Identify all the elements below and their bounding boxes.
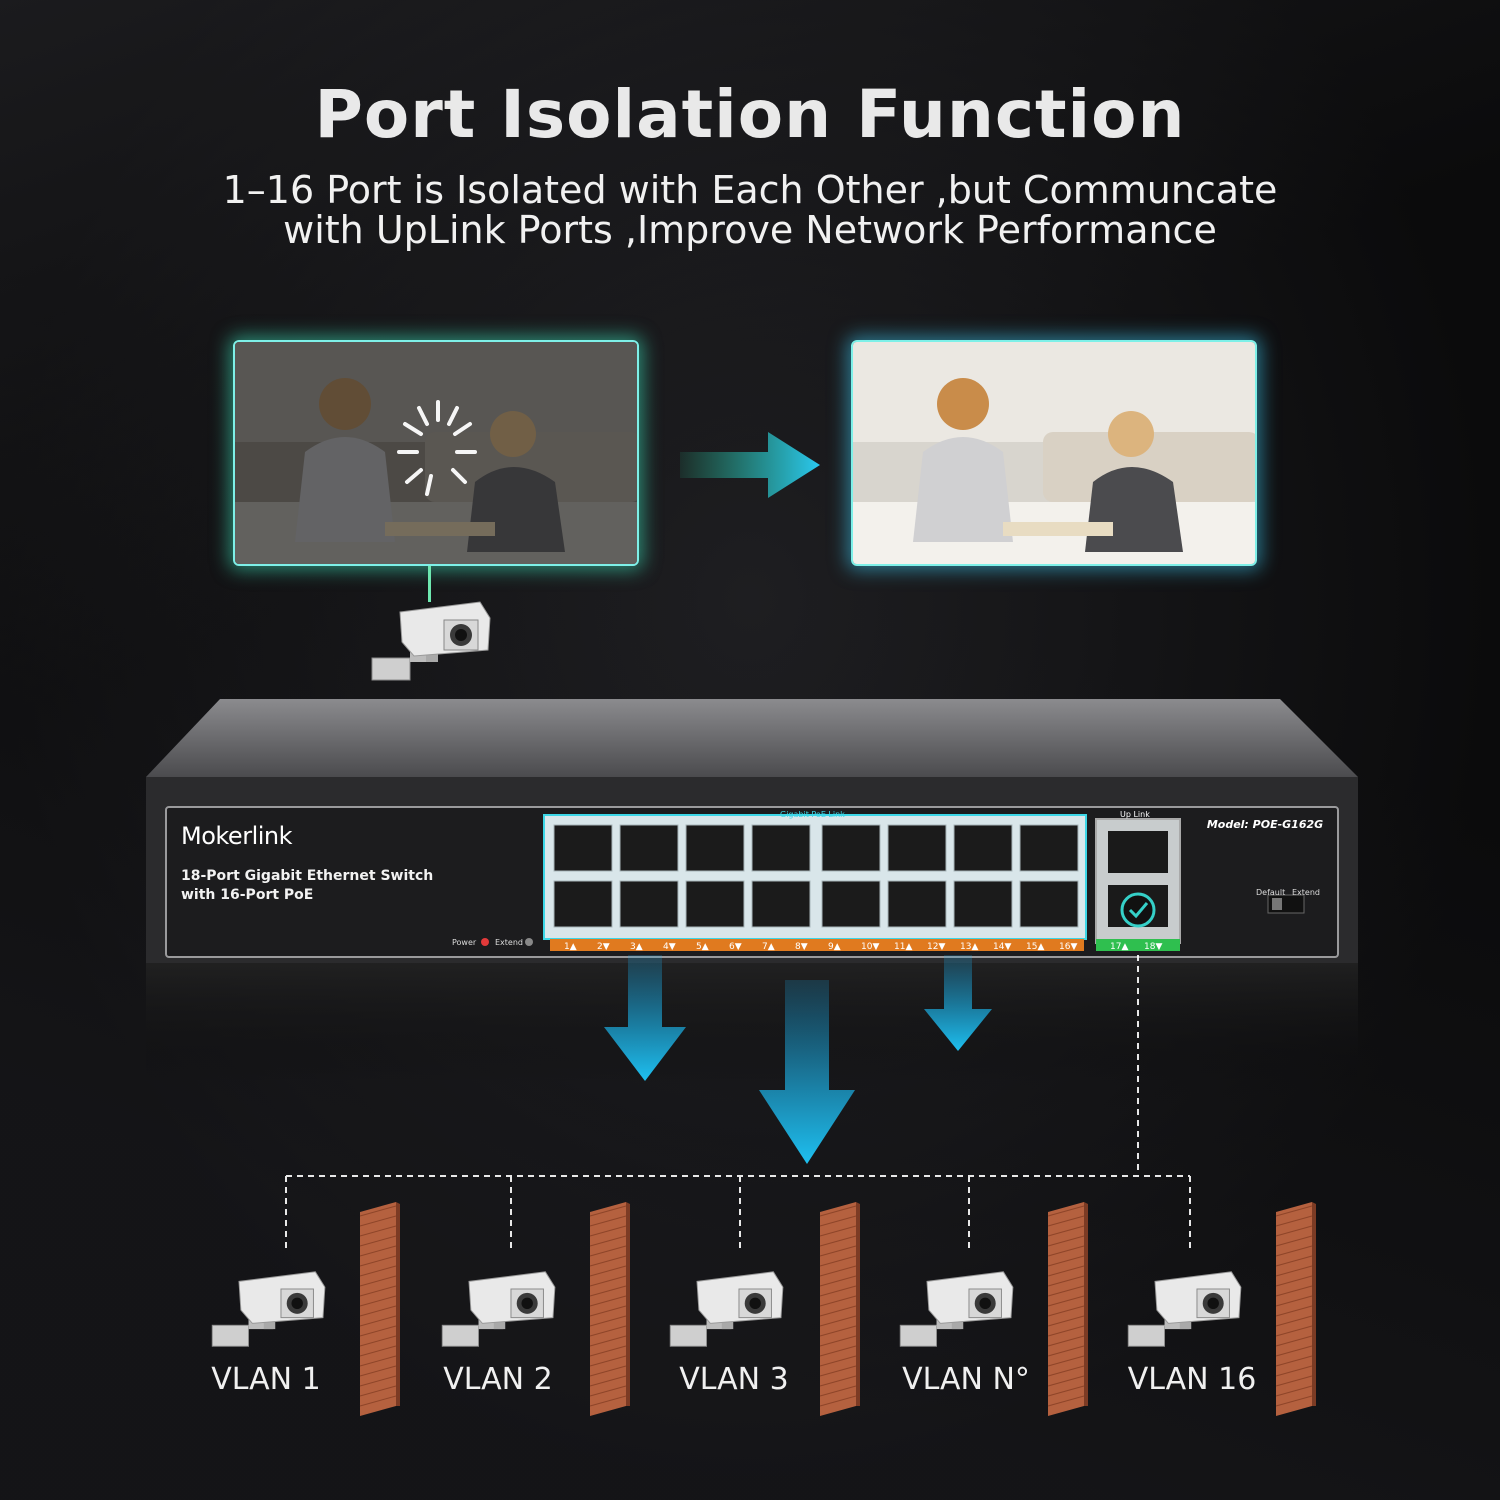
power-label: Power: [452, 938, 477, 947]
rj45-port: [685, 880, 745, 928]
poe-switch-device: 1▲ 2▼ 3▲ 4▼ 5▲ 6▼ 7▲ 8▼ 9▲ 10▼ 11▲ 12▼ 13▲ 14▼ 15▲ 16▼ 1…: [146, 699, 1358, 1083]
brick-wall-icon: [1047, 1202, 1088, 1416]
poe-ports: [553, 824, 1079, 928]
rj45-port: [821, 880, 881, 928]
port-number-label: 2▼: [597, 942, 610, 952]
uplink-number-strip: [1096, 939, 1180, 951]
vlan-label: VLAN 1: [211, 1362, 321, 1397]
gigabit-poe-link-label: Gigabit PoE Link: [780, 810, 845, 819]
rj45-port: [887, 824, 947, 872]
camera-connector-line: [428, 566, 431, 602]
vlan-label: VLAN 3: [679, 1362, 789, 1397]
rj45-port: [553, 824, 613, 872]
port-number-label: 8▼: [795, 942, 808, 952]
model-label: Model: POE-G162G: [1206, 818, 1324, 831]
port-number-label: 12▼: [927, 942, 945, 952]
port-number-label: 10▼: [861, 942, 879, 952]
security-camera-icon: [371, 601, 491, 681]
rj45-port: [619, 824, 679, 872]
uplink-port-17: [1108, 831, 1168, 873]
port-number-label: 11▲: [894, 942, 912, 952]
switch-reflection: [146, 963, 1358, 1083]
extend-led: [525, 938, 533, 946]
rj45-port: [751, 824, 811, 872]
brick-wall-icon: [359, 1202, 400, 1416]
switch-description-line-1: 18-Port Gigabit Ethernet Switch: [181, 868, 434, 884]
rj45-port: [751, 880, 811, 928]
switch-description-line-2: with 16-Port PoE: [181, 887, 314, 903]
rj45-port: [953, 880, 1013, 928]
children-reading-image-dim: [235, 342, 637, 564]
rj45-port: [1019, 824, 1079, 872]
port-number-label: 14▼: [993, 942, 1011, 952]
brick-wall-icon: [1275, 1202, 1316, 1416]
uplink-label: Up Link: [1120, 810, 1150, 819]
port-number-label: 6▼: [729, 942, 742, 952]
brick-wall-icon: [589, 1202, 630, 1416]
port-number-label: 15▲: [1026, 942, 1044, 952]
subtitle-line-2: with UpLink Ports ,Improve Network Perfo…: [283, 208, 1217, 252]
clear-video-frame: [851, 340, 1257, 566]
uplink-number-label: 18▼: [1144, 942, 1162, 952]
dip-extend-label: Extend: [1292, 888, 1320, 897]
port-number-label: 13▲: [960, 942, 978, 952]
port-number-strip: [550, 939, 1084, 951]
brick-wall-icon: [819, 1202, 860, 1416]
rj45-port: [953, 824, 1013, 872]
rj45-port: [619, 880, 679, 928]
down-arrow-icon: [759, 980, 855, 1164]
vlan-label: VLAN 16: [1127, 1362, 1257, 1397]
power-led: [481, 938, 489, 946]
children-reading-image: [853, 342, 1255, 564]
security-camera-icon: [211, 1271, 326, 1347]
subtitle-line-1: 1–16 Port is Isolated with Each Other ,b…: [222, 168, 1278, 212]
down-arrow-icon: [924, 955, 992, 1051]
rj45-port: [553, 880, 613, 928]
down-arrow-icon: [604, 955, 686, 1081]
check-circle-icon: [1120, 892, 1156, 928]
security-camera-icon: [441, 1271, 556, 1347]
port-number-label: 3▲: [630, 942, 643, 952]
brand-logo: Mokerlink: [181, 822, 293, 850]
port-number-label: 5▲: [696, 942, 709, 952]
rj45-port: [685, 824, 745, 872]
port-number-label: 16▼: [1059, 942, 1077, 952]
page-title: Port Isolation Function: [314, 76, 1186, 153]
uplink-number-label: 17▲: [1110, 942, 1128, 952]
rj45-port: [1019, 880, 1079, 928]
right-arrow-icon: [680, 432, 820, 498]
rj45-port: [821, 824, 881, 872]
security-camera-icon: [1127, 1271, 1242, 1347]
security-camera-icon: [669, 1271, 784, 1347]
extend-label: Extend: [495, 938, 523, 947]
port-number-label: 4▼: [663, 942, 676, 952]
port-number-label: 9▲: [828, 942, 841, 952]
port-number-label: 1▲: [564, 942, 577, 952]
switch-top-panel: [146, 699, 1358, 777]
rj45-port: [887, 880, 947, 928]
buffering-video-frame: [233, 340, 639, 566]
vlan-label: VLAN 2: [443, 1362, 553, 1397]
dip-default-label: Default: [1256, 888, 1286, 897]
switch-description: 18-Port Gigabit Ethernet Switch with 16-…: [181, 867, 433, 905]
vlan-label: VLAN N°: [902, 1362, 1030, 1397]
loading-spinner-icon: [397, 400, 477, 496]
page-subtitle: 1–16 Port is Isolated with Each Other ,b…: [0, 170, 1500, 250]
port-number-label: 7▲: [762, 942, 775, 952]
security-camera-icon: [899, 1271, 1014, 1347]
